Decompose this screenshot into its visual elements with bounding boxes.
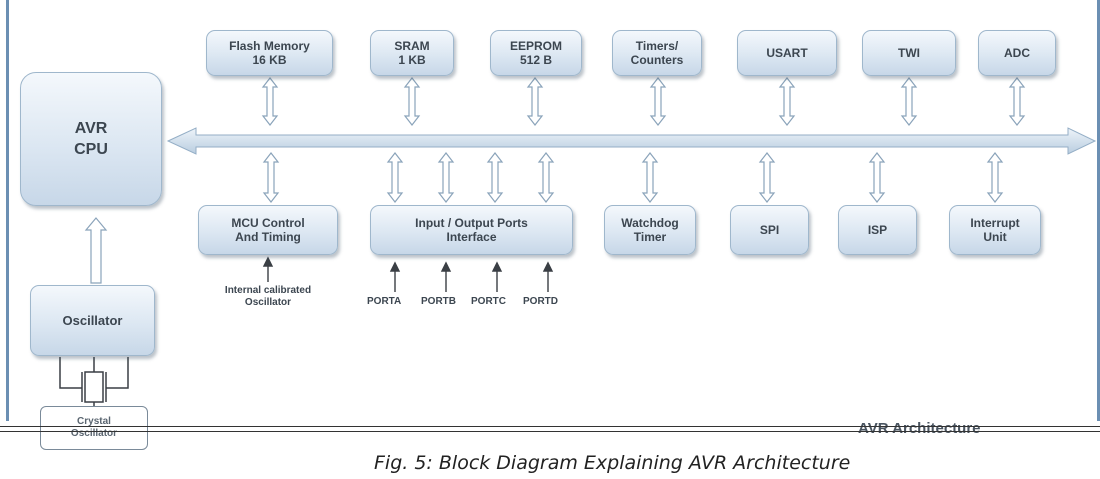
flash-bus-arrow bbox=[261, 77, 279, 126]
interrupt-bus-arrow bbox=[986, 152, 1004, 203]
avr-cpu-block: AVR CPU bbox=[20, 72, 162, 206]
interrupt-unit-block: Interrupt Unit bbox=[949, 205, 1041, 255]
twi-block: TWI bbox=[862, 30, 956, 76]
flash-memory-block: Flash Memory 16 KB bbox=[206, 30, 333, 76]
adc-block: ADC bbox=[978, 30, 1056, 76]
sram-block: SRAM 1 KB bbox=[370, 30, 454, 76]
io-bus-arrow-4 bbox=[537, 152, 555, 203]
io-bus-arrow-3 bbox=[486, 152, 504, 203]
isp-block: ISP bbox=[838, 205, 917, 255]
spi-block: SPI bbox=[730, 205, 809, 255]
timers-bus-arrow bbox=[649, 77, 667, 126]
io-bus-arrow-2 bbox=[437, 152, 455, 203]
eeprom-block: EEPROM 512 B bbox=[490, 30, 582, 76]
watchdog-bus-arrow bbox=[641, 152, 659, 203]
timers-counters-block: Timers/ Counters bbox=[612, 30, 702, 76]
adc-bus-arrow bbox=[1008, 77, 1026, 126]
crystal-wiring bbox=[59, 357, 129, 406]
figure-caption: Fig. 5: Block Diagram Explaining AVR Arc… bbox=[374, 452, 851, 474]
divider-line-top bbox=[0, 426, 1100, 427]
io-ports-block: Input / Output Ports Interface bbox=[370, 205, 573, 255]
osc-cpu-arrow bbox=[84, 217, 108, 284]
crystal-oscillator-block: Crystal Oscillator bbox=[40, 406, 148, 450]
portd-label: PORTD bbox=[523, 296, 558, 307]
usart-block: USART bbox=[737, 30, 837, 76]
usart-bus-arrow bbox=[778, 77, 796, 126]
porta-label: PORTA bbox=[367, 296, 402, 307]
io-bus-arrow-1 bbox=[386, 152, 404, 203]
oscillator-block: Oscillator bbox=[30, 285, 155, 356]
architecture-title: AVR Architecture bbox=[858, 420, 981, 437]
diagram-frame bbox=[6, 0, 1100, 421]
mcu-control-block: MCU Control And Timing bbox=[198, 205, 338, 255]
mcu-bus-arrow bbox=[262, 152, 280, 203]
sram-bus-arrow bbox=[403, 77, 421, 126]
eeprom-bus-arrow bbox=[526, 77, 544, 126]
divider-line-bottom bbox=[0, 431, 1100, 432]
data-bus-arrow bbox=[166, 127, 1097, 155]
isp-bus-arrow bbox=[868, 152, 886, 203]
spi-bus-arrow bbox=[758, 152, 776, 203]
portc-label: PORTC bbox=[471, 296, 506, 307]
twi-bus-arrow bbox=[900, 77, 918, 126]
portb-label: PORTB bbox=[421, 296, 456, 307]
internal-oscillator-label: Internal calibrated Oscillator bbox=[224, 285, 312, 308]
watchdog-timer-block: Watchdog Timer bbox=[604, 205, 696, 255]
